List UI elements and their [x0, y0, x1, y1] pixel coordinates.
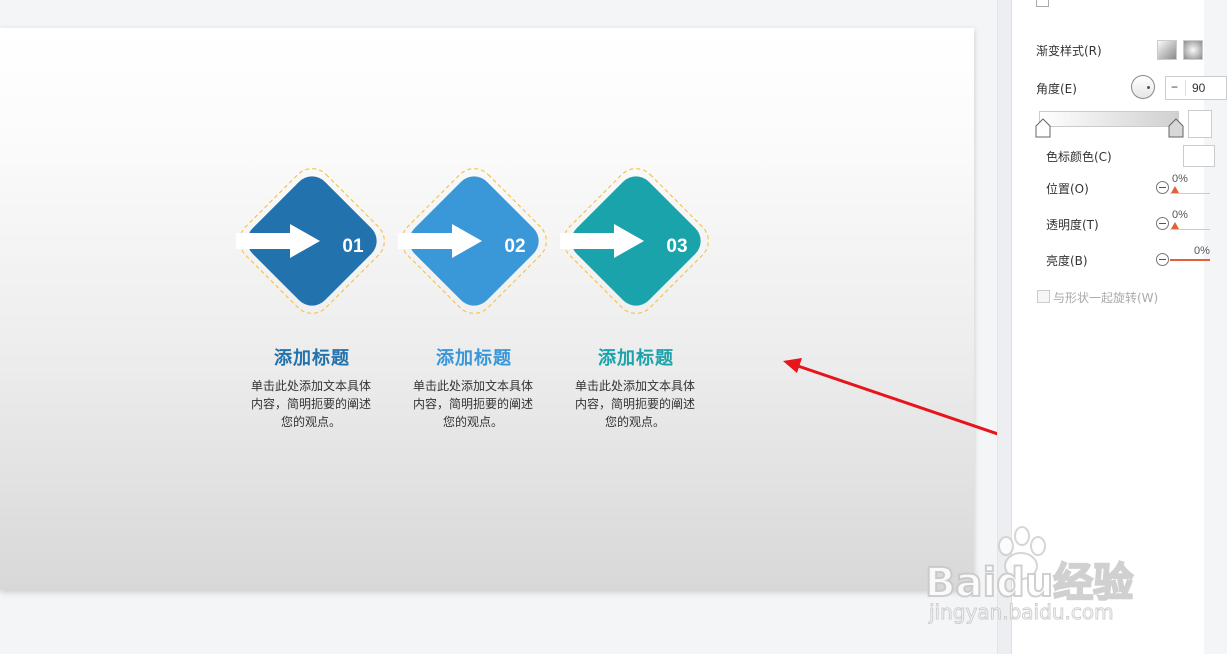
step-1-diamond[interactable]: 01	[231, 160, 392, 321]
position-label: 位置(O)	[1046, 182, 1089, 196]
step-2-desc-line-3: 您的观点。	[442, 415, 503, 429]
gradient-bar[interactable]	[1039, 111, 1179, 127]
position-decrease-button[interactable]	[1156, 181, 1169, 194]
vertical-scrollbar[interactable]	[997, 0, 1012, 654]
angle-dial[interactable]	[1131, 75, 1155, 99]
step-2-title[interactable]: 添加标题	[436, 348, 512, 369]
gradient-style-label: 渐变样式(R)	[1036, 44, 1102, 58]
step-1-number: 01	[342, 236, 364, 257]
watermark-brand: Baidu经验	[924, 559, 1134, 607]
step-1-desc-line-2: 内容，简明扼要的阐述	[250, 397, 371, 411]
steps-graphic: 01 02 03	[231, 160, 1046, 452]
position-slider-thumb[interactable]	[1171, 186, 1179, 193]
step-3-arrow-icon	[560, 224, 644, 258]
angle-decrement-button[interactable]: −	[1171, 80, 1179, 94]
transparency-slider-thumb[interactable]	[1171, 222, 1179, 229]
transparency-slider-track[interactable]	[1170, 229, 1210, 230]
transparency-decrease-button[interactable]	[1156, 217, 1169, 230]
angle-label: 角度(E)	[1036, 82, 1077, 96]
add-stop-button[interactable]	[1188, 110, 1212, 138]
linear-gradient-button[interactable]	[1157, 40, 1177, 60]
gradient-stop-right-icon[interactable]	[1168, 118, 1184, 138]
brightness-value: 0%	[1194, 245, 1210, 257]
step-3-desc-line-2: 内容，简明扼要的阐述	[574, 397, 695, 411]
gradient-stop-left-icon[interactable]	[1035, 118, 1051, 138]
brightness-label: 亮度(B)	[1046, 254, 1088, 268]
rotate-with-shape-label: 与形状一起旋转(W)	[1053, 291, 1159, 305]
paw-icon	[998, 526, 1046, 580]
step-3-desc-line-3: 您的观点。	[604, 415, 665, 429]
step-1-desc-line-3: 您的观点。	[280, 415, 341, 429]
step-1-desc-line-1: 单击此处添加文本具体	[250, 379, 371, 393]
position-value: 0%	[1172, 173, 1188, 185]
brightness-slider-track[interactable]	[1170, 259, 1210, 261]
step-3-title[interactable]: 添加标题	[598, 348, 674, 369]
step-3-number: 03	[666, 236, 687, 257]
step-3-desc-line-1: 单击此处添加文本具体	[574, 379, 695, 393]
watermark: Baidu经验 jingyan.baidu.com	[924, 526, 1195, 630]
angle-value: 90	[1192, 81, 1206, 95]
step-3-description[interactable]: 单击此处添加文本具体 内容，简明扼要的阐述 您的观点。	[560, 377, 710, 431]
stop-color-label: 色标颜色(C)	[1046, 150, 1112, 164]
step-1-arrow-icon	[236, 224, 320, 258]
brightness-decrease-button[interactable]	[1156, 253, 1169, 266]
step-3-diamond[interactable]: 03	[555, 160, 716, 321]
radial-gradient-button[interactable]	[1183, 40, 1203, 60]
step-2-desc-line-1: 单击此处添加文本具体	[412, 379, 533, 393]
step-1-description[interactable]: 单击此处添加文本具体 内容，简明扼要的阐述 您的观点。	[236, 377, 386, 431]
step-2-desc-line-2: 内容，简明扼要的阐述	[412, 397, 533, 411]
transparency-value: 0%	[1172, 209, 1188, 221]
angle-spinbox[interactable]: − 90	[1165, 76, 1227, 100]
stop-color-picker[interactable]	[1183, 145, 1215, 167]
rotate-with-shape-checkbox[interactable]	[1037, 290, 1050, 303]
step-2-description[interactable]: 单击此处添加文本具体 内容，简明扼要的阐述 您的观点。	[398, 377, 548, 431]
step-2-diamond[interactable]: 02	[393, 160, 554, 321]
canvas-area	[0, 28, 974, 590]
transparency-label: 透明度(T)	[1046, 218, 1099, 232]
step-1-title[interactable]: 添加标题	[274, 348, 350, 369]
watermark-url: jingyan.baidu.com	[929, 600, 1115, 625]
position-slider-track[interactable]	[1170, 193, 1210, 194]
slide[interactable]	[0, 28, 974, 590]
step-2-arrow-icon	[398, 224, 482, 258]
top-checkbox[interactable]	[1036, 0, 1049, 7]
step-2-number: 02	[504, 236, 525, 257]
